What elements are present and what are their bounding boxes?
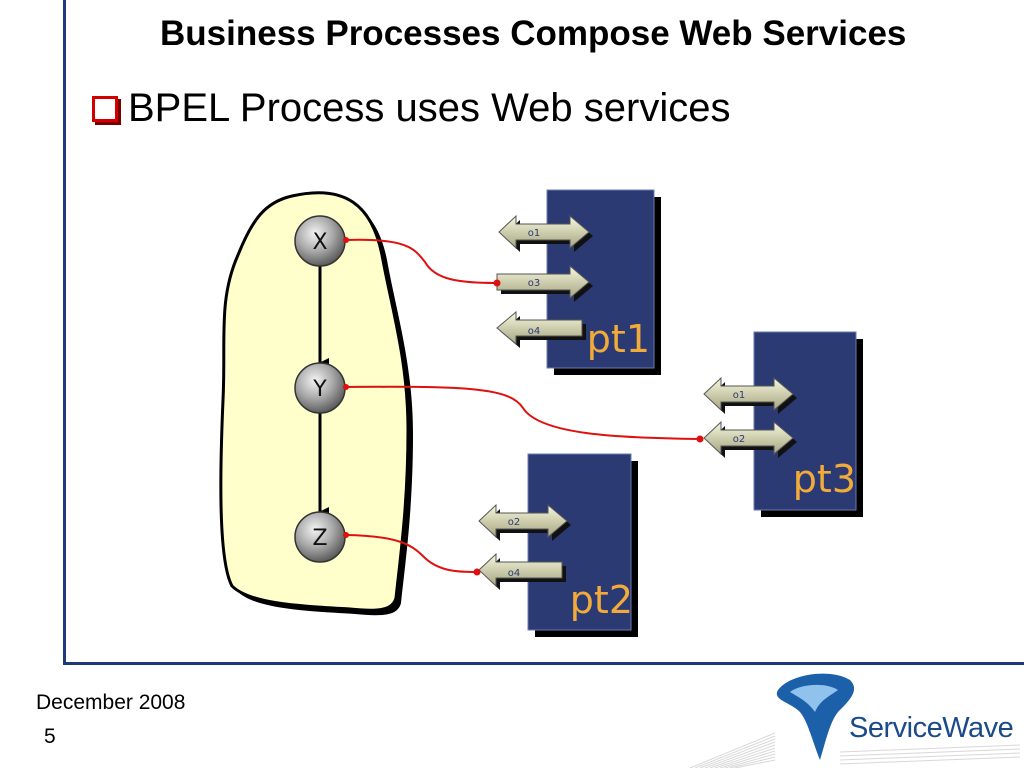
slide-title: Business Processes Compose Web Services	[160, 14, 907, 53]
operation-label: o1	[528, 228, 540, 239]
operation-arrow-pt1-o4: o4	[496, 310, 586, 348]
process-node-label: X	[312, 230, 327, 255]
porttype-pt3: pt3	[753, 331, 863, 517]
invoke-connector-z-pt2-o4	[343, 532, 481, 576]
page-number: 5	[44, 725, 56, 748]
porttype-pt2: pt2	[527, 453, 638, 637]
process-node-y: Y	[294, 362, 346, 414]
slide-frame-bottom	[63, 662, 1024, 665]
operation-label: o1	[733, 390, 745, 401]
servicewave-logo-graphic	[689, 673, 1021, 768]
operation-arrow-pt2-o4: o4	[478, 552, 566, 590]
process-node-label: Y	[312, 377, 327, 402]
servicewave-logo-text: ServiceWave	[849, 712, 1014, 744]
invoke-connector-y-pt3-o2	[343, 384, 704, 443]
operation-label: o2	[508, 517, 520, 528]
process-node-x: X	[294, 215, 346, 267]
checkbox-bullet-icon	[92, 95, 118, 122]
operation-arrow-pt2-o2: o2	[478, 503, 571, 541]
operation-label: o4	[528, 326, 540, 337]
operation-arrow-pt3-o2: o2	[703, 420, 797, 458]
porttype-label: pt1	[587, 317, 650, 361]
operation-label: o2	[733, 434, 745, 445]
operation-arrow-pt3-o1: o1	[703, 376, 797, 414]
process-node-z: Z	[294, 511, 346, 563]
operation-arrow-pt1-o1: o1	[498, 214, 593, 252]
operation-label: o4	[508, 568, 520, 579]
invoke-connector-x-pt1-o3	[343, 237, 501, 287]
porttype-label: pt2	[570, 578, 633, 622]
operation-label: o3	[528, 278, 540, 289]
process-node-label: Z	[312, 526, 327, 551]
footer-date: December 2008	[36, 691, 186, 714]
bullet-item: BPEL Process uses Web services	[92, 86, 730, 131]
porttype-label: pt3	[793, 457, 856, 501]
bullet-text: BPEL Process uses Web services	[128, 86, 731, 130]
slide-frame-left	[63, 0, 66, 664]
operation-arrow-pt1-o3: o3	[496, 264, 593, 302]
